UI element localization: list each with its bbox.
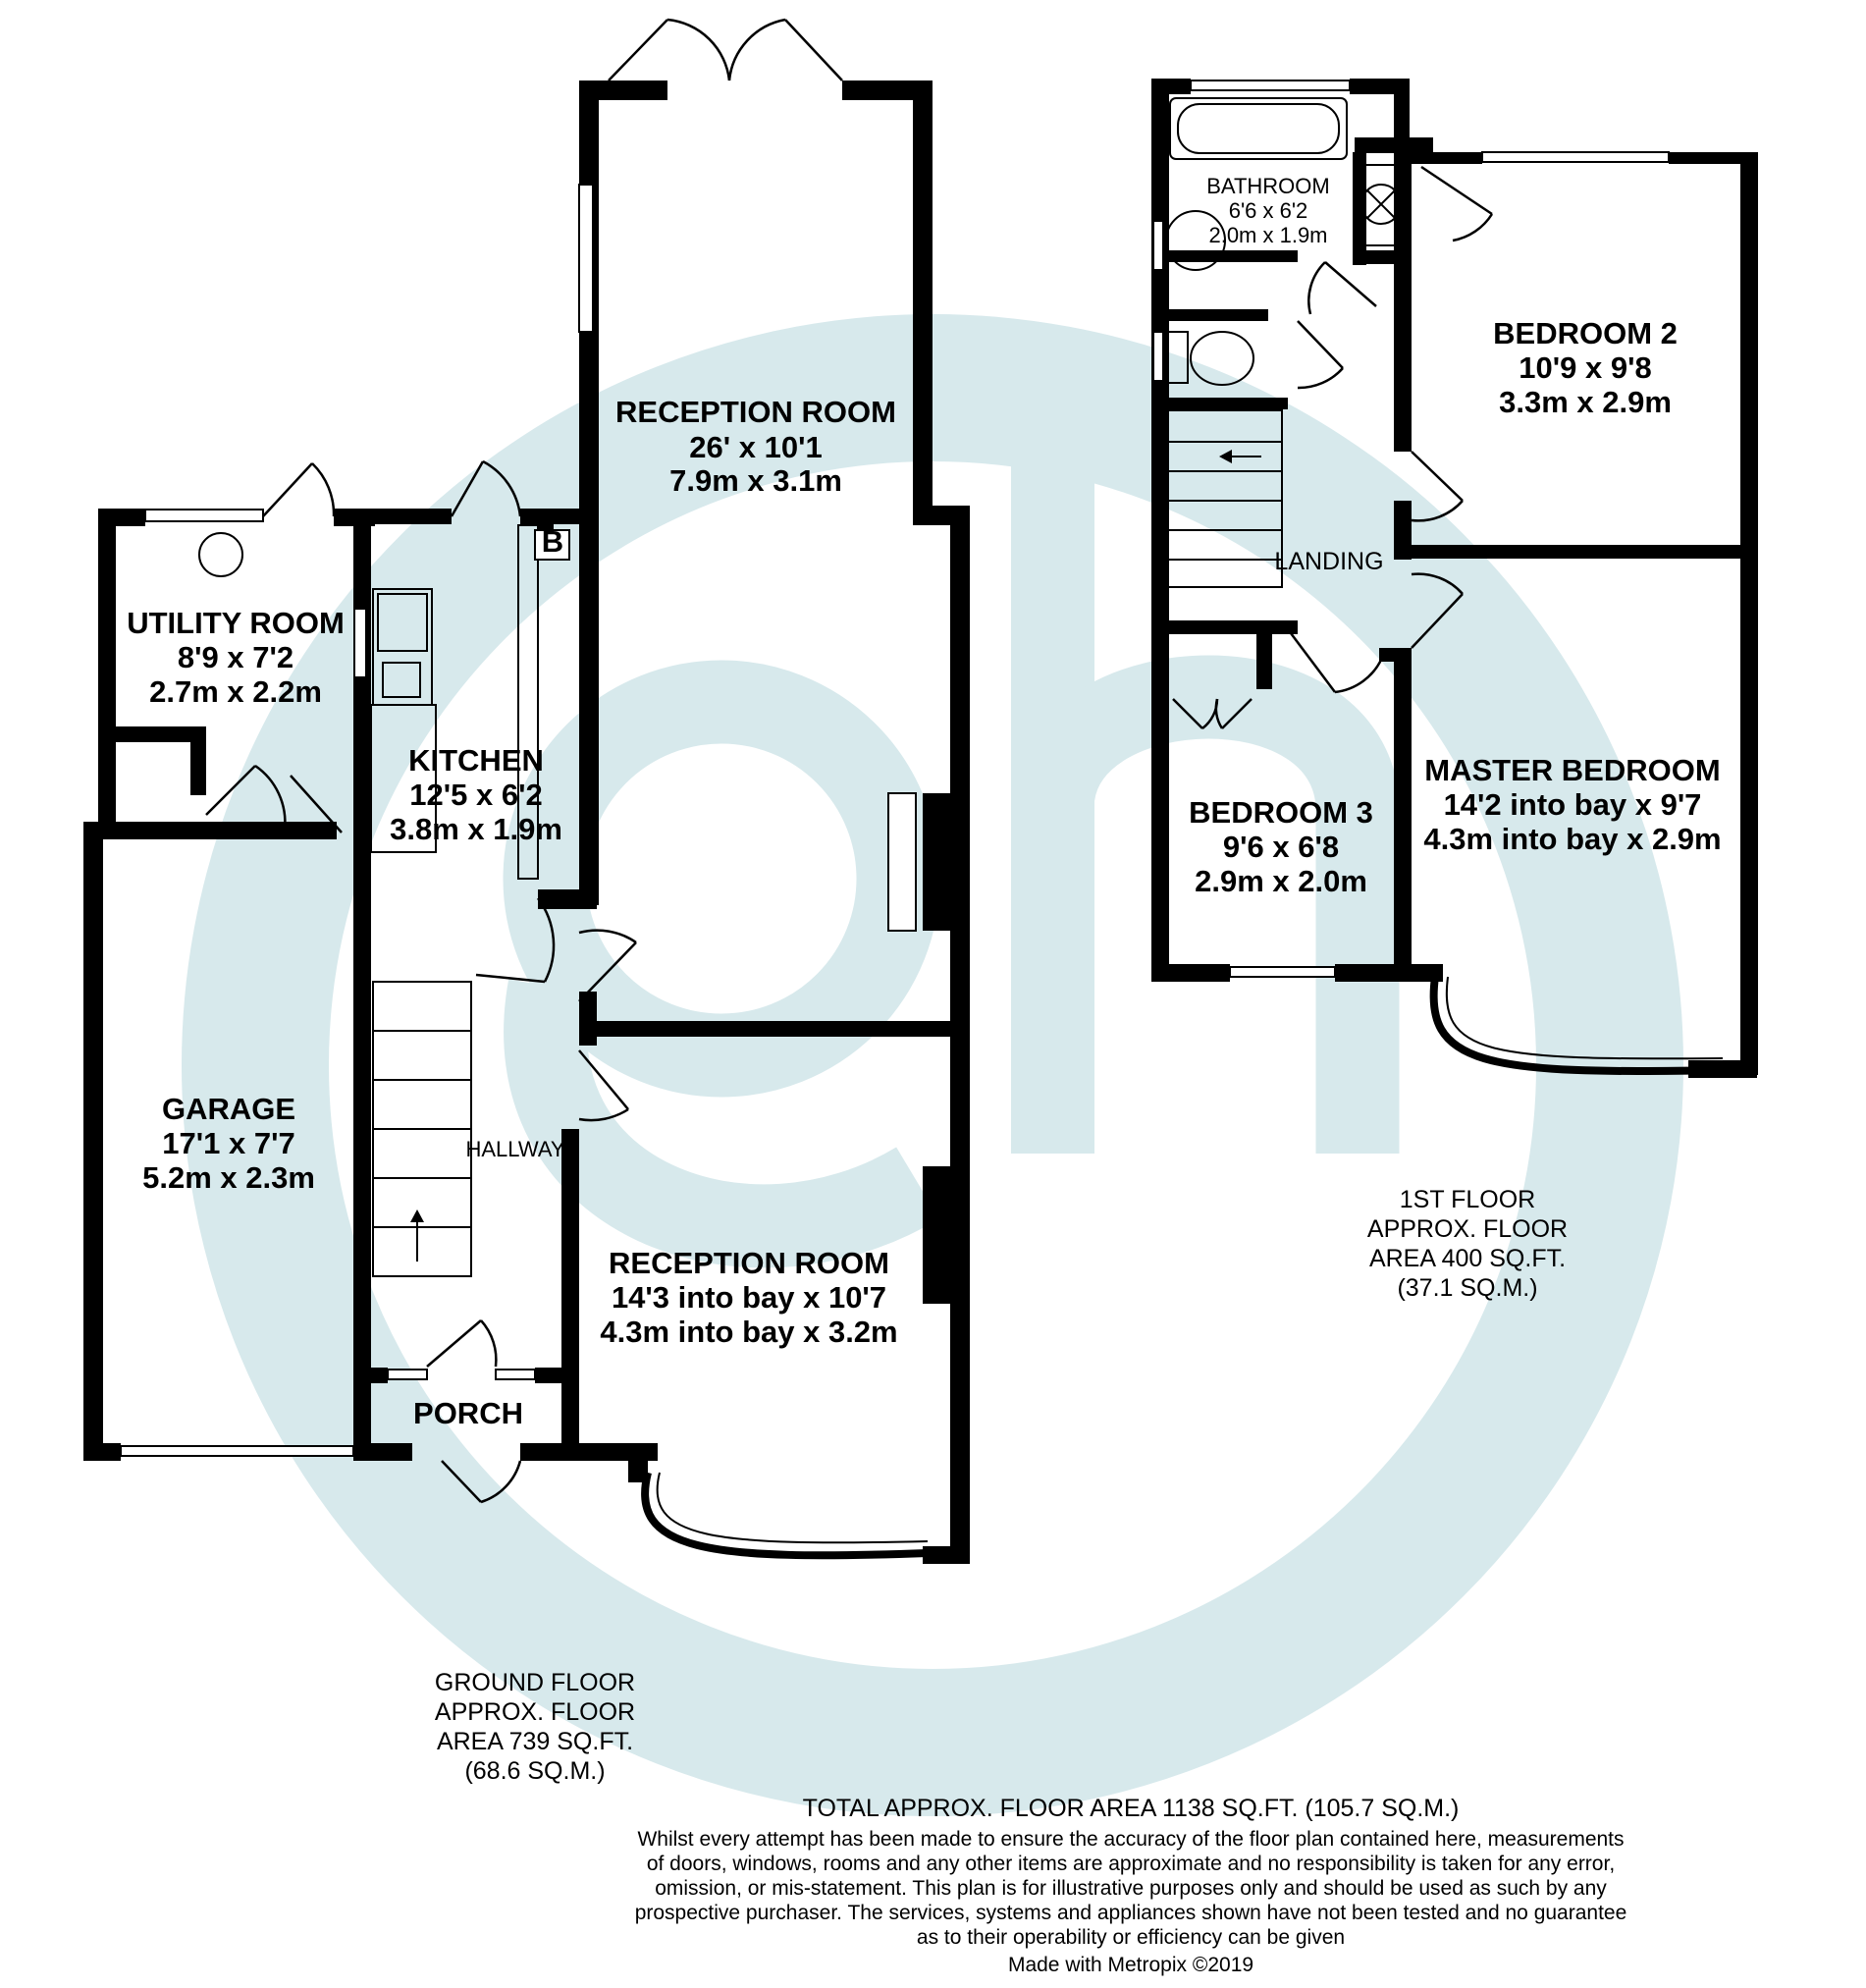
room-name: RECEPTION ROOM: [609, 1246, 889, 1280]
room-size-metric: 3.8m x 1.9m: [390, 812, 562, 846]
room-size-metric: 2.7m x 2.2m: [149, 674, 322, 709]
room-name: GARAGE: [162, 1092, 295, 1126]
watermark-g-tail: [504, 979, 939, 1268]
ground-floor-doors: [205, 18, 843, 1504]
svg-text:1ST FLOOR: 1ST FLOOR: [1400, 1186, 1535, 1213]
room-name: BEDROOM 2: [1493, 316, 1678, 350]
kitchen-fittings: [198, 524, 570, 880]
watermark-h-arch: [1011, 655, 1400, 1154]
room-size-imperial: 12'5 x 6'2: [409, 778, 542, 812]
watermark-ring: [182, 314, 1683, 1816]
room-size-imperial: 6'6 x 6'2: [1229, 198, 1308, 223]
watermark-h-stem: [1011, 447, 1094, 1154]
room-size-imperial: 10'9 x 9'8: [1519, 350, 1651, 385]
room-size-metric: 4.3m into bay x 2.9m: [1423, 822, 1721, 856]
svg-text:of doors, windows, rooms and a: of doors, windows, rooms and any other i…: [647, 1853, 1615, 1875]
room-label-bedroom-2: BEDROOM 2 10'9 x 9'8 3.3m x 2.9m: [1493, 316, 1678, 419]
room-size-metric: 3.3m x 2.9m: [1499, 385, 1672, 419]
ground-floor-windows: [120, 184, 917, 1457]
room-size-metric: 2.9m x 2.0m: [1195, 864, 1367, 898]
svg-text:as to their operability or eff: as to their operability or efficiency ca…: [917, 1926, 1345, 1949]
room-name: MASTER BEDROOM: [1424, 753, 1720, 787]
svg-text:Whilst every attempt has been: Whilst every attempt has been made to en…: [637, 1828, 1624, 1851]
bay-window-master-bedroom: [1429, 976, 1724, 1076]
room-label-garage: GARAGE 17'1 x 7'7 5.2m x 2.3m: [142, 1092, 315, 1195]
room-size-metric: 4.3m into bay x 3.2m: [600, 1315, 897, 1349]
ground-floor-area: GROUND FLOOR APPROX. FLOOR AREA 739 SQ.F…: [435, 1669, 635, 1785]
room-name: RECEPTION ROOM: [615, 395, 896, 429]
room-label-utility: UTILITY ROOM 8'9 x 7'2 2.7m x 2.2m: [127, 606, 345, 709]
room-size-imperial: 14'3 into bay x 10'7: [612, 1280, 886, 1315]
room-size-imperial: 8'9 x 7'2: [178, 640, 293, 674]
bathroom-fittings: [1162, 97, 1407, 386]
room-size-imperial: 14'2 into bay x 9'7: [1444, 787, 1702, 822]
first-floor-doors: [1172, 165, 1494, 729]
room-size-metric: 7.9m x 3.1m: [669, 463, 842, 498]
room-size-imperial: 17'1 x 7'7: [162, 1126, 294, 1160]
boiler-label: B: [542, 524, 563, 559]
room-label-master-bedroom: MASTER BEDROOM 14'2 into bay x 9'7 4.3m …: [1423, 753, 1721, 856]
room-label-hallway: HALLWAY: [465, 1137, 564, 1161]
room-name: UTILITY ROOM: [127, 606, 345, 640]
svg-text:prospective purchaser. The ser: prospective purchaser. The services, sys…: [635, 1902, 1627, 1924]
svg-text:(37.1 SQ.M.): (37.1 SQ.M.): [1397, 1274, 1537, 1302]
metropix-credit: Made with Metropix ©2019: [1008, 1954, 1253, 1976]
room-label-reception-rear: RECEPTION ROOM 26' x 10'1 7.9m x 3.1m: [615, 395, 896, 498]
svg-text:APPROX. FLOOR: APPROX. FLOOR: [1367, 1215, 1568, 1243]
first-floor-area: 1ST FLOOR APPROX. FLOOR AREA 400 SQ.FT. …: [1367, 1186, 1568, 1302]
bay-window-front-reception: [641, 1472, 929, 1560]
first-floor-staircase: [1165, 409, 1283, 588]
svg-text:AREA 739 SQ.FT.: AREA 739 SQ.FT.: [437, 1728, 633, 1755]
svg-text:AREA 400 SQ.FT.: AREA 400 SQ.FT.: [1369, 1245, 1566, 1272]
disclaimer: Whilst every attempt has been made to en…: [635, 1828, 1627, 1949]
room-size-imperial: 26' x 10'1: [689, 430, 822, 464]
svg-text:(68.6 SQ.M.): (68.6 SQ.M.): [464, 1757, 605, 1785]
svg-text:omission, or mis-statement. Th: omission, or mis-statement. This plan is…: [655, 1877, 1607, 1900]
svg-text:APPROX. FLOOR: APPROX. FLOOR: [435, 1698, 635, 1726]
room-name: BATHROOM: [1206, 174, 1329, 198]
room-name: KITCHEN: [408, 743, 544, 778]
room-size-metric: 2.0m x 1.9m: [1208, 223, 1327, 247]
room-label-landing: LANDING: [1274, 548, 1383, 575]
first-floor-windows: [1152, 80, 1670, 978]
room-label-bedroom-3: BEDROOM 3 9'6 x 6'8 2.9m x 2.0m: [1189, 795, 1373, 898]
room-name: BEDROOM 3: [1189, 795, 1373, 830]
watermark-logo: [182, 314, 1683, 1816]
ground-staircase: [372, 981, 472, 1277]
room-size-metric: 5.2m x 2.3m: [142, 1160, 315, 1195]
room-label-bathroom: BATHROOM 6'6 x 6'2 2.0m x 1.9m: [1206, 174, 1329, 247]
room-label-reception-front: RECEPTION ROOM 14'3 into bay x 10'7 4.3m…: [600, 1246, 897, 1349]
room-label-kitchen: KITCHEN 12'5 x 6'2 3.8m x 1.9m: [390, 743, 562, 846]
svg-text:GROUND FLOOR: GROUND FLOOR: [435, 1669, 635, 1696]
total-floor-area: TOTAL APPROX. FLOOR AREA 1138 SQ.FT. (10…: [803, 1795, 1460, 1822]
room-size-imperial: 9'6 x 6'8: [1223, 830, 1339, 864]
room-label-porch: PORCH: [413, 1396, 523, 1430]
